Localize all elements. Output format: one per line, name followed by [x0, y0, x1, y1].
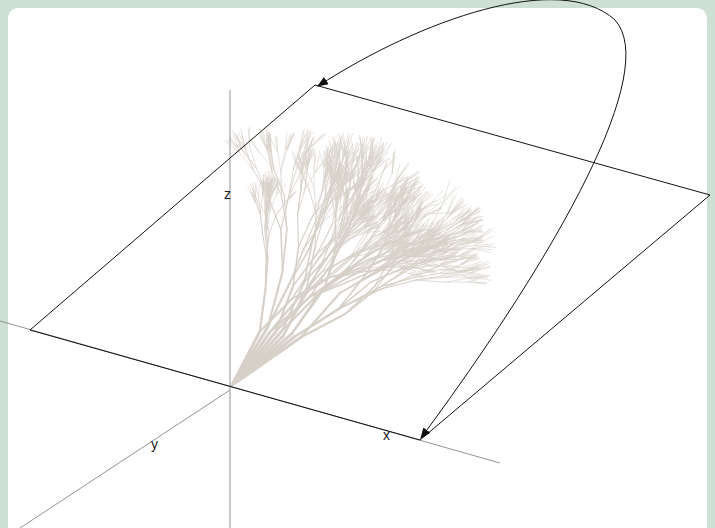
y-axis: [20, 390, 230, 528]
z-axis: [230, 90, 231, 528]
axis-label: z: [224, 187, 231, 201]
plane: [30, 85, 710, 440]
axis-label: y: [151, 437, 158, 451]
plant-illustration: [224, 127, 496, 385]
axis-label: x: [383, 428, 390, 442]
rotation-arrow: [318, 0, 626, 438]
